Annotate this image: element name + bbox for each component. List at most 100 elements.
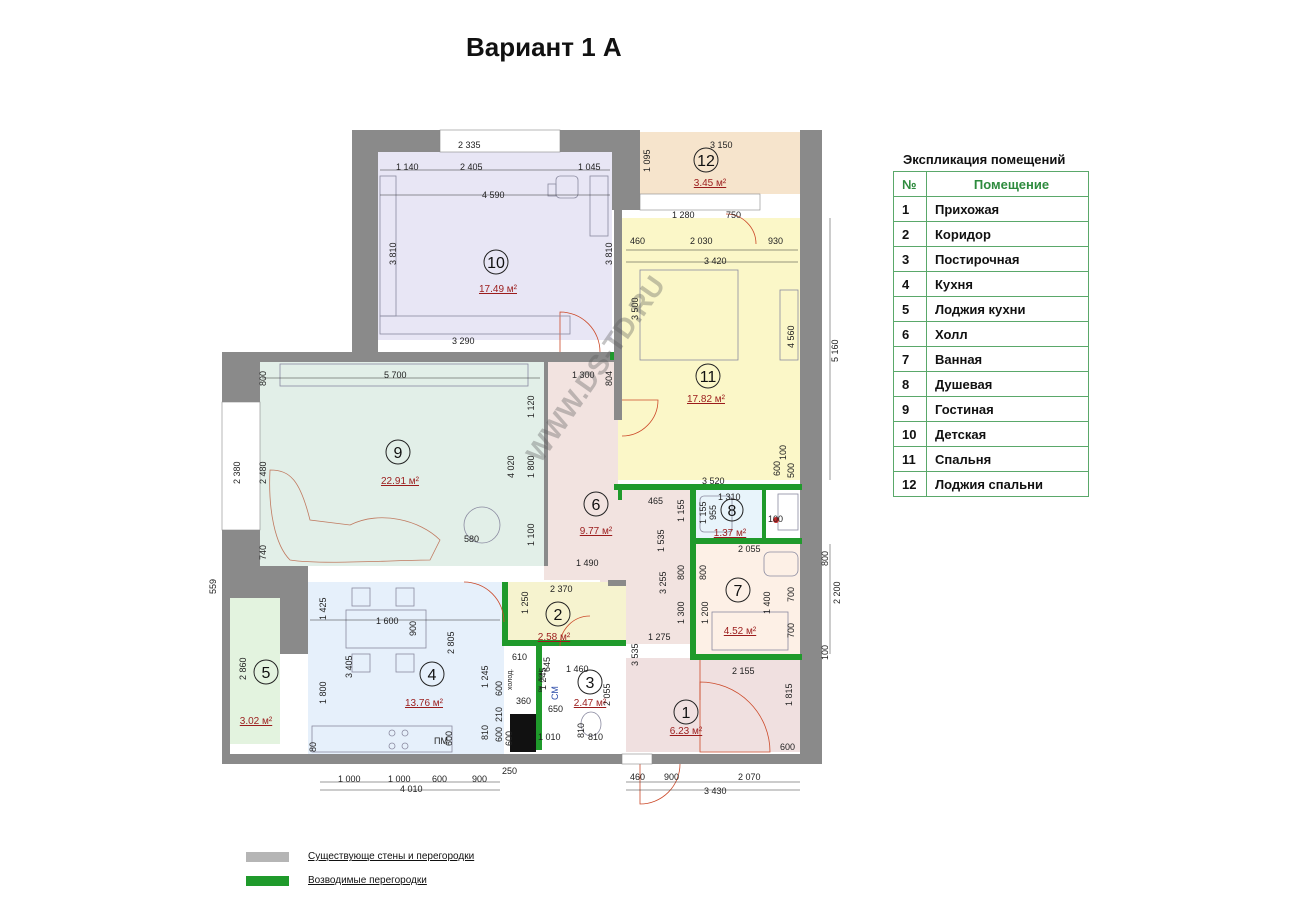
dim: 1 120 bbox=[526, 395, 536, 418]
dim: 1 310 bbox=[718, 492, 741, 502]
room-number: 3 bbox=[586, 675, 595, 692]
dim: 1 815 bbox=[784, 683, 794, 706]
dim: 460 bbox=[630, 236, 645, 246]
room-number-cell: 11 bbox=[893, 446, 927, 472]
room-number: 12 bbox=[697, 153, 715, 170]
dim: 1 800 bbox=[526, 455, 536, 478]
room-number: 4 bbox=[428, 667, 437, 684]
dim: 810 bbox=[480, 725, 490, 740]
shaft-block bbox=[510, 714, 536, 752]
room-12-fill bbox=[640, 132, 800, 194]
room-number-cell: 7 bbox=[893, 346, 927, 372]
dim: 650 bbox=[548, 704, 563, 714]
boiler-dot bbox=[773, 517, 779, 523]
room-7-fill bbox=[696, 544, 800, 654]
dim: 804 bbox=[604, 371, 614, 386]
room-fills bbox=[230, 132, 802, 754]
dim: 1 400 bbox=[762, 591, 772, 614]
room-4-fill bbox=[308, 582, 504, 754]
room-number: 2 bbox=[554, 607, 563, 624]
dim: 3 420 bbox=[704, 256, 727, 266]
dim: 1 600 bbox=[376, 616, 399, 626]
room-labels: 10 17.49 м² 12 3.45 м² 11 17.82 м² 9 22.… bbox=[240, 147, 757, 737]
room-area: 3.02 м² bbox=[240, 716, 273, 727]
room-area: 9.77 м² bbox=[580, 526, 613, 537]
dim: 2 480 bbox=[258, 461, 268, 484]
dim: 4 590 bbox=[482, 190, 505, 200]
dim: 559 bbox=[208, 579, 218, 594]
dim: 100 bbox=[778, 445, 788, 460]
dim: 2 200 bbox=[832, 581, 842, 604]
legend-swatch bbox=[246, 852, 289, 862]
room-name-cell: Прихожая bbox=[926, 196, 1089, 222]
room-8-fill bbox=[696, 490, 762, 538]
room-name-cell: Гостиная bbox=[926, 396, 1089, 422]
room-number: 1 bbox=[682, 705, 691, 722]
dim: 2 155 bbox=[732, 666, 755, 676]
dim: 1 425 bbox=[318, 597, 328, 620]
dim: 3 500 bbox=[630, 297, 640, 320]
dim: 1 095 bbox=[642, 149, 652, 172]
dim: вн. душ. bbox=[538, 669, 544, 692]
header-num: № bbox=[893, 171, 927, 197]
room-area: 17.49 м² bbox=[479, 284, 518, 295]
room-number-cell: 3 bbox=[893, 246, 927, 272]
room-name-cell: Коридор bbox=[926, 221, 1089, 247]
dim: 1 045 bbox=[578, 162, 601, 172]
room-10-fill bbox=[378, 152, 612, 340]
dim: 1 000 bbox=[338, 774, 361, 784]
room-name-cell: Лоджия спальни bbox=[926, 471, 1089, 497]
room-name-cell: Ванная bbox=[926, 346, 1089, 372]
dim: 800 bbox=[258, 371, 268, 386]
dim: 700 bbox=[786, 587, 796, 602]
dim: 955 bbox=[708, 505, 718, 520]
dim: 750 bbox=[726, 210, 741, 220]
dim: 3 255 bbox=[658, 571, 668, 594]
room-number: 5 bbox=[262, 665, 271, 682]
room-area: 3.45 м² bbox=[694, 178, 727, 189]
dim: 3 405 bbox=[344, 655, 354, 678]
dimension-labels: 2 335 2 405 1 140 1 045 4 590 3 810 3 81… bbox=[208, 140, 842, 796]
legend-swatch bbox=[246, 876, 289, 886]
dim: СМ bbox=[550, 686, 560, 700]
dim: 2 805 bbox=[446, 631, 456, 654]
room-name-cell: Спальня bbox=[926, 446, 1089, 472]
dim: 1 155 bbox=[698, 501, 708, 524]
dim: 900 bbox=[664, 772, 679, 782]
dim: 2 055 bbox=[738, 544, 761, 554]
dim: ПМ bbox=[434, 736, 448, 746]
dim: 1 300 bbox=[572, 370, 595, 380]
dim: 800 bbox=[698, 565, 708, 580]
dim: холод. bbox=[507, 669, 514, 690]
dim: 4 560 bbox=[786, 325, 796, 348]
dim: 3 810 bbox=[604, 242, 614, 265]
room-number-cell: 2 bbox=[893, 221, 927, 247]
dim: 800 bbox=[820, 551, 830, 566]
dim: 600 bbox=[494, 727, 504, 742]
dim: 2 860 bbox=[238, 657, 248, 680]
dim: 80 bbox=[308, 742, 318, 752]
dim: 700 bbox=[786, 623, 796, 638]
room-number: 11 bbox=[700, 369, 717, 386]
dim: 600 bbox=[772, 461, 782, 476]
existing-walls bbox=[222, 130, 822, 764]
dim: 360 bbox=[516, 696, 531, 706]
room-2-fill bbox=[506, 582, 626, 644]
room-number: 7 bbox=[734, 583, 743, 600]
dim: 1 100 bbox=[526, 523, 536, 546]
room-number-cell: 12 bbox=[893, 471, 927, 497]
windows bbox=[221, 129, 761, 765]
room-number: 9 bbox=[394, 445, 403, 462]
dim: 1 490 bbox=[576, 558, 599, 568]
room-1-fill bbox=[626, 658, 800, 752]
dim: 1 280 bbox=[672, 210, 695, 220]
dim: 1 300 bbox=[676, 601, 686, 624]
dim: 5 700 bbox=[384, 370, 407, 380]
room-name-cell: Детская bbox=[926, 421, 1089, 447]
